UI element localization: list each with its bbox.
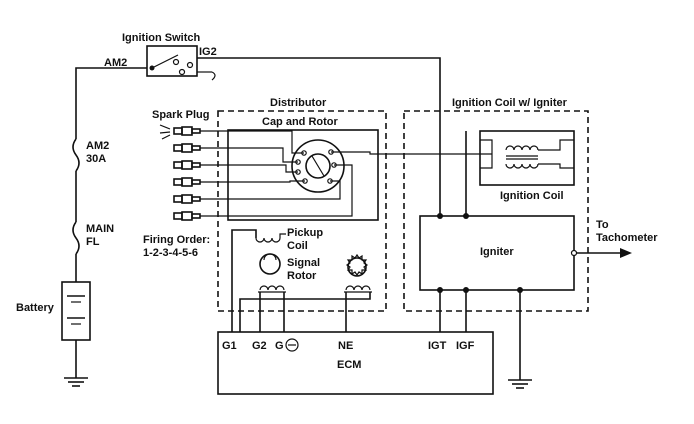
igniter-label: Igniter <box>480 246 514 258</box>
battery-ground-icon <box>64 377 88 387</box>
spark-plug-icon <box>173 194 201 204</box>
ignition-switch <box>146 45 216 81</box>
spark-plug-icon <box>173 143 201 153</box>
spark-icon <box>159 124 171 140</box>
ig2-feed-wire <box>197 57 441 216</box>
to-label: To <box>596 219 609 231</box>
fuse-am2-name: AM2 <box>86 140 109 152</box>
signal-rotor-label-2: Rotor <box>287 270 317 282</box>
fuse-am2-rating: 30A <box>86 153 106 165</box>
cap-and-rotor-label: Cap and Rotor <box>262 116 338 128</box>
pickup-coil-label-2: Coil <box>287 240 308 252</box>
battery-symbol <box>61 281 91 378</box>
tachometer-label: Tachometer <box>596 232 658 244</box>
ecm-pin-g2: G2 <box>252 340 267 352</box>
igniter-ground-wire <box>508 290 532 389</box>
ne-pickup-coil-icon <box>239 285 372 332</box>
ecm-pin-g1: G1 <box>222 340 237 352</box>
fuse-main-name: MAIN <box>86 223 114 235</box>
signal-rotor-label-1: Signal <box>287 257 320 269</box>
ecm-label: ECM <box>337 359 361 371</box>
ecm-pin-igf: IGF <box>456 340 475 352</box>
spark-plug-icon <box>173 211 201 221</box>
spark-plug-icon <box>173 177 201 187</box>
tachometer-output-arrow <box>576 248 632 258</box>
distributor-housing <box>217 110 387 312</box>
ecm-pin-igt: IGT <box>428 340 447 352</box>
ecm-pin-ne: NE <box>338 340 353 352</box>
spark-plug-icon <box>173 126 201 136</box>
pickup-coil-label-1: Pickup <box>287 227 323 239</box>
power-feed-wire <box>72 67 147 282</box>
ecm-pin-g-minus: G <box>275 340 284 352</box>
g2-pickup-coil-icon <box>258 285 286 332</box>
firing-order-label: Firing Order: <box>143 234 210 246</box>
cap-and-rotor-box <box>227 129 379 221</box>
ignition-coil-w-igniter-label: Ignition Coil w/ Igniter <box>452 97 568 109</box>
distributor-label: Distributor <box>270 97 327 109</box>
battery-label: Battery <box>16 302 55 314</box>
ignition-coil-label: Ignition Coil <box>500 190 564 202</box>
pickup-coil-icon <box>231 229 286 332</box>
spark-plugs <box>173 126 201 221</box>
ignition-switch-label: Ignition Switch <box>122 32 200 44</box>
ne-timing-rotor-icon <box>345 253 369 277</box>
ground-minus-icon <box>285 338 299 352</box>
fuse-main-rating: FL <box>86 236 100 248</box>
firing-order-value: 1-2-3-4-5-6 <box>143 247 198 259</box>
ecm-box <box>217 331 494 395</box>
signal-rotor-icon <box>259 253 281 275</box>
spark-plug-label: Spark Plug <box>152 109 209 121</box>
ig2-terminal-label: IG2 <box>199 46 217 58</box>
am2-terminal-label: AM2 <box>104 57 127 69</box>
spark-plug-icon <box>173 160 201 170</box>
ignition-coil-igniter-housing <box>403 110 589 312</box>
high-tension-lead <box>331 151 492 155</box>
plug-wires <box>200 130 353 217</box>
ignition-coil-icon <box>465 130 575 186</box>
distributor-cap-icon <box>291 139 345 193</box>
